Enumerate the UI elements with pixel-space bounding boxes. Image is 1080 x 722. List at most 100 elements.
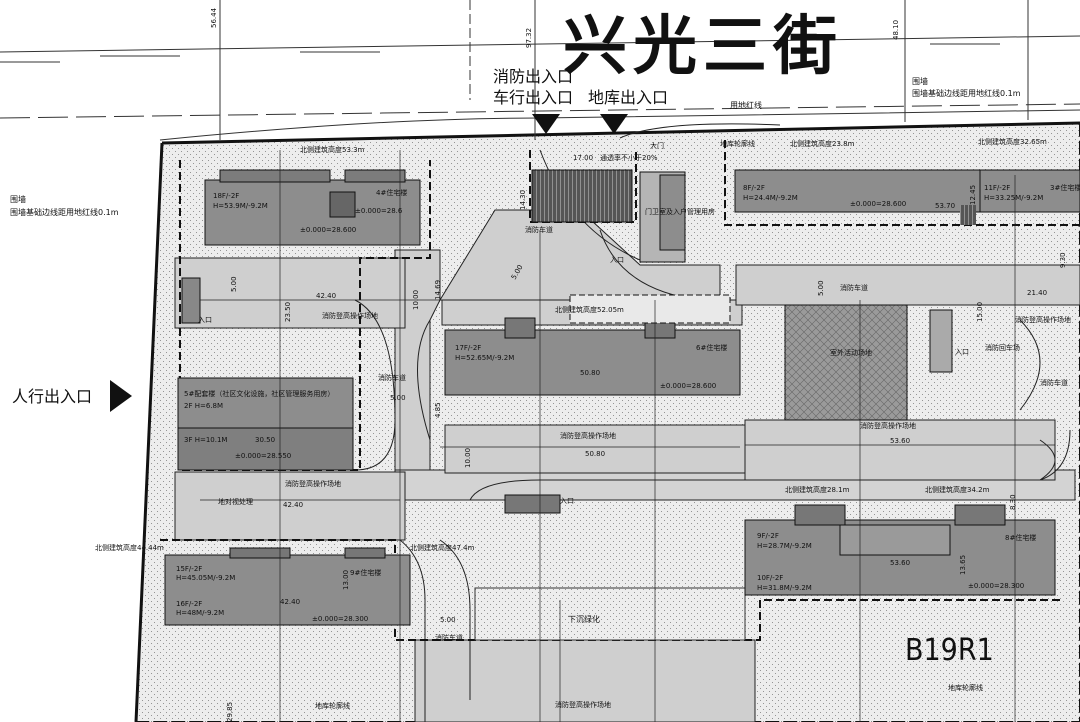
b9-floors-b: 16F/-2F <box>176 600 202 608</box>
b2-north-height: 北侧建筑高度23.8m <box>790 139 855 148</box>
dim-13-65: 13.65 <box>959 555 967 575</box>
b9-north-a: 北侧建筑高度44.44m <box>95 543 164 552</box>
fire-pad-label-6: 消防登高操作场地 <box>1015 315 1071 324</box>
dim-42-40-b: 42.40 <box>283 501 303 509</box>
dim-53-60: 53.60 <box>890 437 910 445</box>
red-line-label: 用地红线 <box>730 100 762 110</box>
b4-name: 4#住宅楼 <box>376 188 407 197</box>
wall-right-label: 围墙 <box>912 76 928 86</box>
b9-height-b: H=48M/-9.2M <box>176 609 224 617</box>
site-code: B19R1 <box>905 633 994 668</box>
fire-turn-label: 消防回车场 <box>985 343 1020 352</box>
b6-width: 50.80 <box>580 369 600 377</box>
site-red-line <box>161 121 1080 145</box>
building-8 <box>744 504 1056 596</box>
fence-note: 通透率不小于20% <box>600 153 658 162</box>
dim-5-00-c: 5.00 <box>390 394 406 402</box>
dimension-lines <box>200 150 1055 722</box>
b4-elev-b: ±0.000=28.6 <box>355 207 403 215</box>
guard-label: 门卫室及入户管理用房 <box>645 207 715 216</box>
fire-pad-label-5: 消防登高操作场地 <box>555 700 611 709</box>
building-6 <box>444 317 741 396</box>
b8-width: 53.60 <box>890 559 910 567</box>
building-3 <box>960 169 1080 225</box>
b5-name: 5#配套楼（社区文化设施，社区管理服务用房） <box>184 389 334 398</box>
garage-outline-label-1: 地库轮廓线 <box>315 701 350 710</box>
activity-label: 室外活动场地 <box>830 348 872 357</box>
entry-arrow-fire <box>532 114 560 134</box>
b8-floors-b: 10F/-2F <box>757 574 783 582</box>
b2-width: 53.70 <box>935 202 955 210</box>
dim-8-30: 8.30 <box>1009 494 1017 510</box>
building-2 <box>734 169 981 213</box>
b3-floors: 11F/-2F <box>984 184 1010 192</box>
fire-pad-label-1: 消防登高操作场地 <box>322 311 378 320</box>
b8-north-b: 北侧建筑高度34.2m <box>925 485 990 494</box>
b6-name: 6#住宅楼 <box>696 343 727 352</box>
fire-pad-label-3: 消防登高操作场地 <box>860 421 916 430</box>
dim-10-00-a: 10.00 <box>412 290 420 310</box>
dim-42-40-a: 42.40 <box>316 292 336 300</box>
dim-29-85: 29.85 <box>226 702 234 722</box>
dim-10-00-b: 10.00 <box>464 448 472 468</box>
garage-outline-label-3: 地库轮廓线 <box>948 683 983 692</box>
fire-lanes <box>174 209 1080 722</box>
dim-17-00: 17.00 <box>573 154 593 162</box>
b8-name: 8#住宅楼 <box>1005 533 1036 542</box>
dim-5-00-d: 5.00 <box>440 616 456 624</box>
b9-elev: ±0.000=28.300 <box>312 615 368 623</box>
pedestrian-exit-label: 人行出入口 <box>12 387 92 406</box>
building-5 <box>177 377 354 471</box>
gate-label: 大门 <box>650 141 664 150</box>
street-name: 兴光三街 <box>563 10 843 84</box>
garage-entry-label-4: 入口 <box>560 497 574 505</box>
b5-elev: ±0.000=28.550 <box>235 452 291 460</box>
b9-north-b: 北侧建筑高度47.4m <box>410 543 475 552</box>
garage-outline-label-2: 地库轮廓线 <box>720 139 755 148</box>
top-dim-3: 48.10 <box>892 20 900 40</box>
top-dim-1: 56.44 <box>210 7 218 28</box>
b6-elev: ±0.000=28.600 <box>660 382 716 390</box>
b4-elev-a: ±0.000=28.600 <box>300 226 356 234</box>
dim-23-50: 23.50 <box>284 302 292 322</box>
b6-floors: 17F/-2F <box>455 344 481 352</box>
dim-5-00-b: 5.00 <box>230 276 238 292</box>
b2-height: H=24.4M/-9.2M <box>743 194 798 202</box>
dim-12-45: 12.45 <box>969 185 977 205</box>
top-dim-2: 97.32 <box>525 28 533 48</box>
wall-left-note: 围墙基础边线距用地红线0.1m <box>10 207 119 217</box>
garage-entry-label-3: 入口 <box>955 348 969 356</box>
dim-14-69: 14.69 <box>434 280 442 300</box>
b3-name: 3#住宅楼 <box>1050 183 1080 192</box>
fire-lane-label-1: 消防车道 <box>525 225 553 234</box>
garage-exit-label: 地库出入口 <box>588 88 668 107</box>
wall-left-label: 围墙 <box>10 194 26 204</box>
b4-north-height: 北侧建筑高度53.3m <box>300 145 365 154</box>
garage-ramp <box>531 169 633 223</box>
b9-width: 42.40 <box>280 598 300 606</box>
entry-arrow-garage <box>600 114 628 134</box>
vehicle-exit-label: 车行出入口 <box>493 88 573 107</box>
activity-area <box>784 304 908 421</box>
dim-14-30: 14.30 <box>519 190 527 210</box>
dim-50-80: 50.80 <box>585 450 605 458</box>
dim-13-00: 13.00 <box>342 570 350 590</box>
b9-height-a: H=45.05M/-9.2M <box>176 574 235 582</box>
b6-north-height: 北侧建筑高度52.05m <box>555 305 624 314</box>
visual-treatment-label: 地对视处理 <box>218 497 253 506</box>
building-4 <box>204 169 421 246</box>
b5-width: 30.50 <box>255 436 275 444</box>
fire-pad-label-2: 消防登高操作场地 <box>560 431 616 440</box>
garage-entry-label-1: 入口 <box>610 256 624 264</box>
fire-lane-label-2: 消防车道 <box>840 283 868 292</box>
b8-height-b: H=31.8M/-9.2M <box>757 584 812 592</box>
garage-entry-label-2: 入口 <box>198 316 212 324</box>
b4-height: H=53.9M/-9.2M <box>213 202 268 210</box>
dim-21-40: 21.40 <box>1027 289 1047 297</box>
b2-elev: ±0.000=28.600 <box>850 200 906 208</box>
wall-right-note: 围墙基础边线距用地红线0.1m <box>912 88 1021 98</box>
b4-floors: 18F/-2F <box>213 192 239 200</box>
b6-height: H=52.65M/-9.2M <box>455 354 514 362</box>
fire-pad-label-4: 消防登高操作场地 <box>285 479 341 488</box>
